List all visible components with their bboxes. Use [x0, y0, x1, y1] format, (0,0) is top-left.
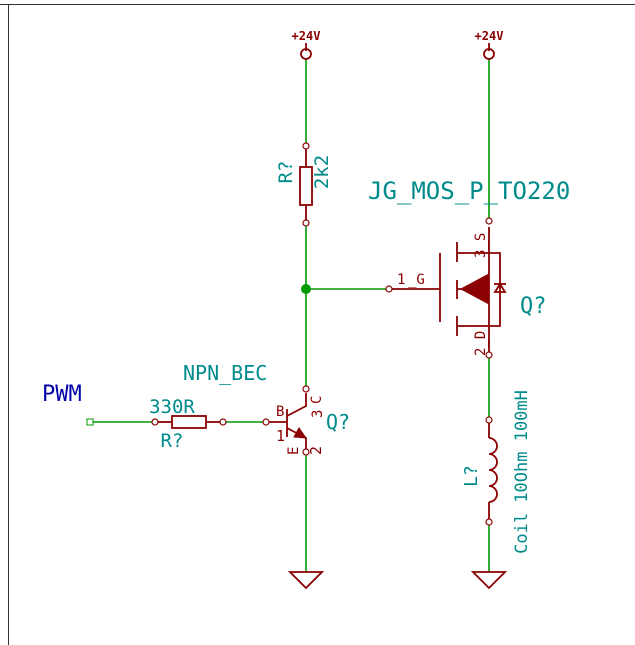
emitter-arrow	[293, 427, 308, 439]
power-symbol-left[interactable]: +24V	[292, 29, 321, 60]
npn-transistor[interactable]: 1 B C 3 E 2 NPN_BEC Q?	[183, 361, 350, 456]
resistor-top-value: 2k2	[311, 155, 333, 189]
inductor[interactable]: L? Coil 10Ohm 100mH	[461, 390, 532, 554]
transistor-pin-b-num: 1	[276, 427, 285, 445]
resistor-base-ref: R?	[161, 430, 184, 452]
power-label-left: +24V	[292, 29, 321, 43]
inductor-ref: L?	[461, 465, 482, 487]
transistor-pin-b: B	[276, 404, 284, 420]
ground-symbol-left[interactable]	[287, 571, 325, 590]
mosfet-pin-gate: _G	[408, 272, 425, 288]
mosfet-channel-arrow	[459, 273, 490, 305]
power-label-right: +24V	[475, 29, 504, 43]
pwm-label: PWM	[42, 382, 82, 407]
transistor-ref: Q?	[326, 410, 350, 434]
power-symbol-right[interactable]: +24V	[475, 29, 504, 60]
transistor-value: NPN_BEC	[183, 361, 267, 385]
inductor-value: Coil 10Ohm 100mH	[512, 390, 532, 554]
sheet-frame	[0, 4, 635, 645]
resistor-top[interactable]: R? 2k2	[275, 142, 333, 227]
transistor-pin-c: C	[309, 396, 325, 404]
mosfet-pin-drain: 2_D	[473, 331, 489, 356]
transistor-pin-e: E	[286, 447, 302, 455]
resistor-top-ref: R?	[275, 161, 297, 184]
pwm-net-label[interactable]: PWM	[42, 382, 94, 426]
junction-dot	[301, 284, 311, 294]
mosfet-pin-gate-num: 1	[397, 272, 405, 288]
mosfet-pin-source: 3_S	[473, 233, 489, 258]
inductor-coil	[488, 437, 498, 503]
mosfet-ref: Q?	[520, 294, 547, 319]
p-mosfet[interactable]: 1 _G 3_S 2_D JG_MOS_P_TO220 Q?	[368, 177, 570, 359]
transistor-pin-c-num: 3	[310, 410, 326, 418]
mosfet-value: JG_MOS_P_TO220	[368, 177, 570, 205]
transistor-pin-e-num: 2	[307, 446, 325, 455]
resistor-base-value: 330R	[149, 396, 195, 418]
resistor-base[interactable]: 330R R?	[149, 396, 227, 452]
wires	[90, 58, 490, 572]
ground-symbol-right[interactable]	[470, 571, 508, 590]
